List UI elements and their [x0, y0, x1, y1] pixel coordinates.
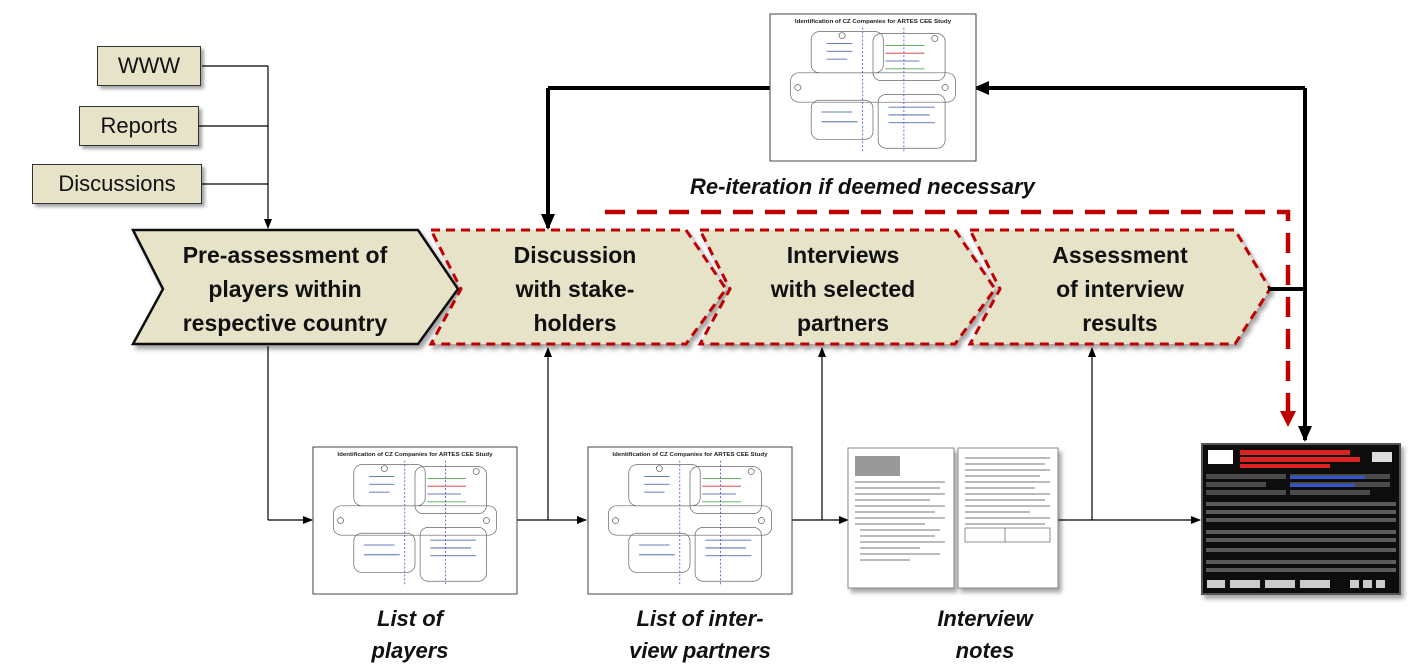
diagram-thumbnail-icon	[587, 446, 793, 595]
database-screen-icon	[1201, 443, 1401, 595]
document-pages-icon	[847, 447, 1059, 589]
diagram-thumbnail-icon	[769, 13, 977, 162]
step-interviews-shape	[697, 228, 997, 346]
reiteration-dashed-path	[605, 209, 1296, 427]
source-discussions-box: Discussions	[32, 164, 202, 204]
step-pre-assessment-shape	[130, 228, 460, 346]
output-list-of-interview-partners-caption: List of inter-view partners	[629, 606, 771, 663]
source-reports-box: Reports	[79, 106, 199, 146]
bottom-flow	[267, 346, 1201, 524]
source-www-box: WWW	[97, 46, 201, 86]
reiteration-label: Re-iteration if deemed necessary	[690, 174, 1035, 199]
step-assessment-shape	[967, 228, 1272, 346]
diagram-thumbnail-icon	[312, 446, 518, 595]
feedback-loop	[541, 81, 1312, 442]
step-discussion-shape	[428, 228, 728, 346]
source-connectors	[199, 65, 272, 229]
